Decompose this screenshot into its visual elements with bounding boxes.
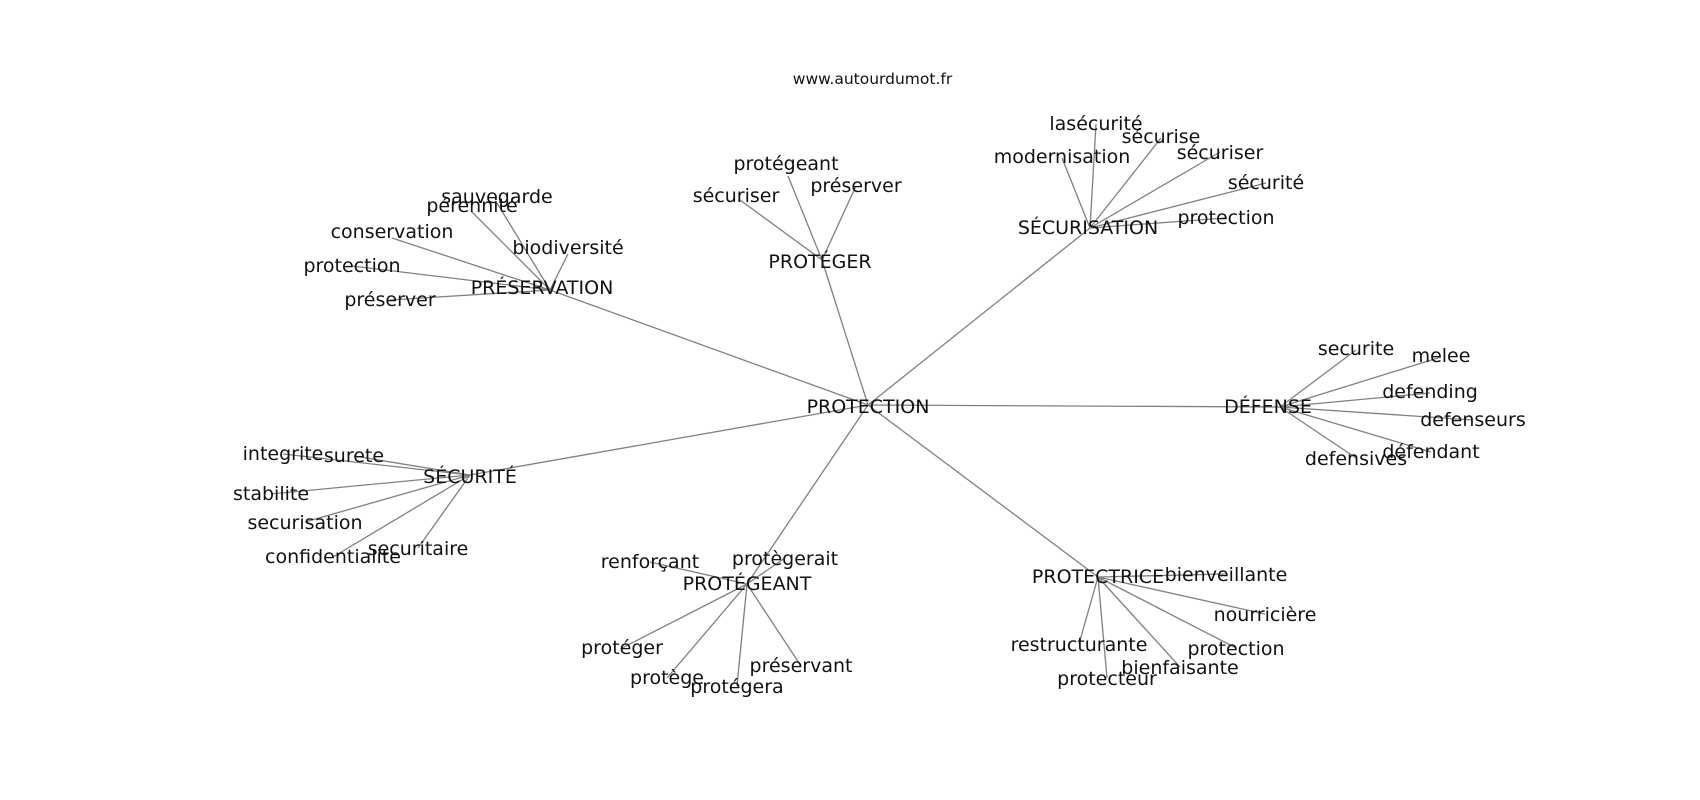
word-edge	[1089, 123, 1097, 229]
root-edge	[867, 404, 1281, 408]
hub-node-label: PROTÉGER	[768, 250, 871, 273]
word-edge	[549, 253, 569, 291]
word-node-label: défendant	[1382, 441, 1479, 463]
hub-node-label: PROTECTRICE	[1032, 566, 1164, 588]
word-node-label: préserver	[344, 289, 435, 311]
word-node-label: surete	[324, 445, 384, 467]
word-node-label: protecteur	[1057, 668, 1157, 690]
root-edge	[821, 259, 869, 406]
word-edge	[1097, 576, 1181, 668]
root-edge	[867, 227, 1091, 406]
word-edge	[621, 583, 748, 649]
word-node-label: protègerait	[732, 548, 838, 570]
word-node-label: sécuriser	[1177, 142, 1264, 164]
word-node-label: protéger	[581, 637, 663, 659]
labels: PROTECTION PRÉSERVATION sauvegardepérennit…	[233, 113, 1526, 698]
word-edge	[1097, 576, 1108, 679]
word-node-label: stabilite	[233, 483, 309, 505]
word-node-label: protection	[1177, 207, 1274, 229]
word-edge	[1097, 576, 1266, 615]
hub-node-label: SÉCURITÉ	[423, 465, 517, 488]
word-edge	[666, 583, 748, 679]
word-edge	[353, 455, 471, 476]
word-node-label: nourricière	[1214, 604, 1317, 626]
word-node-label: bienfaisante	[1121, 657, 1238, 679]
word-node-label: melee	[1412, 345, 1471, 367]
word-edge	[1279, 349, 1357, 408]
word-node-label: bienveillante	[1165, 564, 1288, 586]
word-node-label: sécurité	[1228, 172, 1304, 194]
word-node-label: préservant	[750, 655, 853, 677]
root-edge	[746, 404, 869, 585]
word-node-label: restructurante	[1011, 634, 1148, 656]
word-node-label: lasécurité	[1049, 113, 1142, 135]
word-node-label: securisation	[247, 512, 362, 534]
word-node-label: pérennité	[426, 195, 517, 217]
word-edge	[1061, 157, 1091, 229]
root-edge	[867, 404, 1099, 578]
word-edge	[1089, 137, 1162, 229]
word-edge	[787, 175, 823, 261]
word-edge	[471, 211, 551, 291]
word-node-label: protégeant	[733, 153, 838, 175]
word-node-label: defenseurs	[1420, 409, 1526, 431]
word-node-label: protection	[303, 255, 400, 277]
word-edge	[746, 557, 786, 585]
word-edge	[1089, 217, 1227, 229]
word-edge	[351, 265, 551, 291]
word-edge	[649, 561, 748, 585]
root-edge	[469, 404, 869, 476]
word-edge	[1097, 573, 1227, 578]
word-edge	[739, 199, 823, 261]
word-edge	[736, 583, 748, 687]
hub-node-label: SÉCURISATION	[1018, 216, 1158, 239]
word-node-label: conservation	[331, 221, 454, 243]
word-edge	[1279, 392, 1431, 408]
word-node-label: defending	[1382, 381, 1478, 403]
word-node-label: securite	[1318, 338, 1394, 360]
word-node-label: protège	[630, 667, 704, 689]
hub-node-label: PROTÉGEANT	[683, 572, 812, 595]
word-edge	[1078, 576, 1099, 645]
word-edge	[1089, 182, 1267, 229]
word-edge	[1279, 356, 1442, 408]
word-edge	[1097, 576, 1237, 649]
edges	[270, 123, 1474, 687]
word-edge	[821, 185, 857, 261]
word-edge	[1279, 406, 1432, 453]
word-node-label: defensives	[1305, 448, 1407, 470]
word-edge	[1279, 406, 1357, 459]
word-edge	[1089, 151, 1221, 229]
hub-node-label: DÉFENSE	[1224, 395, 1312, 418]
word-node-label: renforçant	[601, 551, 699, 573]
word-node-label: sauvegarde	[441, 186, 552, 208]
site-credit: www.autourdumot.fr	[792, 70, 953, 88]
hub-node-label: PRÉSERVATION	[471, 276, 614, 299]
word-edge	[417, 474, 471, 549]
word-edge	[496, 202, 551, 291]
word-edge	[746, 583, 802, 667]
word-node-label: protégera	[690, 676, 783, 698]
word-edge	[1279, 406, 1474, 421]
root-edge	[549, 289, 869, 406]
word-edge	[332, 474, 471, 558]
word-node-label: sécurise	[1122, 126, 1201, 148]
word-edge	[389, 289, 551, 301]
word-node-label: confidentialite	[265, 546, 401, 568]
word-edge	[282, 453, 471, 476]
word-edge	[304, 474, 471, 523]
root-node-label: PROTECTION	[807, 396, 930, 418]
word-node-label: integrite	[243, 443, 324, 465]
word-edge	[391, 237, 551, 291]
word-edge	[270, 474, 471, 495]
word-node-label: préserver	[810, 175, 901, 197]
word-node-label: securitaire	[368, 538, 469, 560]
word-node-label: sécuriser	[693, 185, 780, 207]
word-node-label: protection	[1187, 638, 1284, 660]
word-node-label: modernisation	[994, 146, 1131, 168]
word-node-label: biodiversité	[512, 237, 623, 259]
